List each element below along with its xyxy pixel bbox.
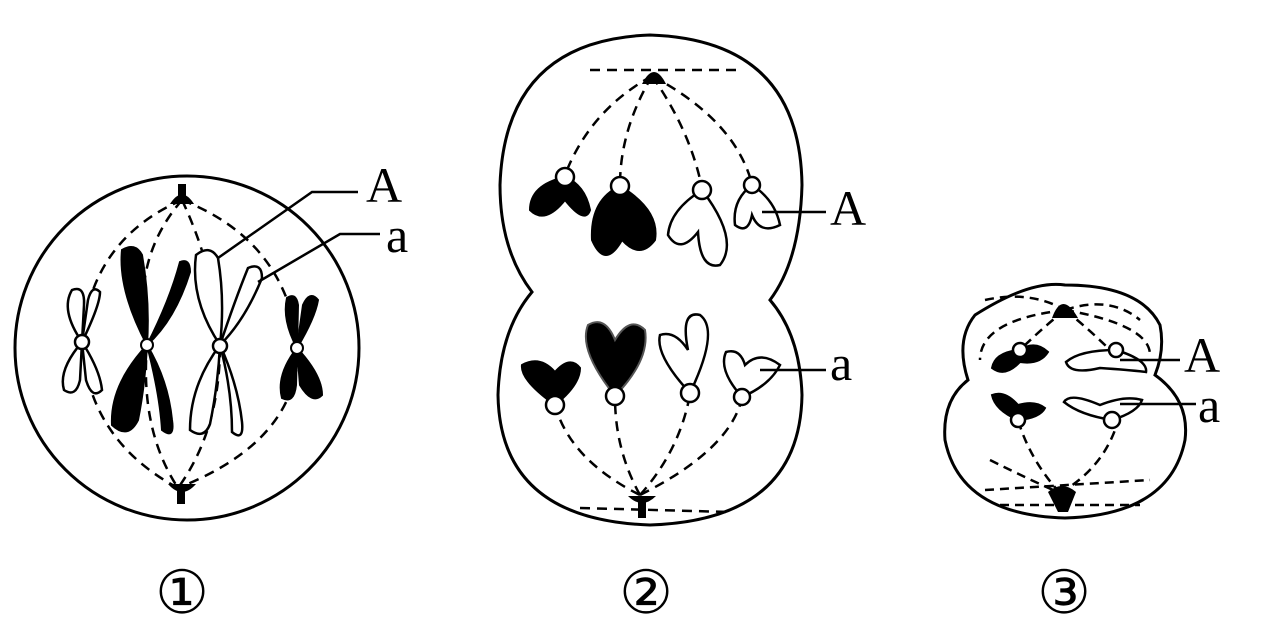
cell-1-gene-label-a: a [386, 207, 409, 263]
cell-1-chromosome-black-large [110, 245, 192, 435]
cell-1-centriole-top [170, 194, 194, 204]
cell-1-gene-label-A: A [366, 157, 403, 213]
panel-number-3: ③ [1037, 558, 1091, 628]
panel-number-2: ② [619, 558, 673, 628]
cell-3 [943, 282, 1196, 520]
cell-1-spindle [80, 198, 300, 490]
cell-1-chromosome-white-small [61, 287, 104, 395]
cell-3-gene-label-a: a [1198, 377, 1221, 433]
cell-1-membrane [13, 174, 361, 522]
cell-3-centriole-top [1052, 304, 1078, 318]
cell-1-chromosome-black-small [279, 295, 324, 401]
cell-2-gene-label-a: a [830, 335, 853, 391]
cell-2 [496, 33, 826, 527]
cell-1-label-line-A [217, 190, 358, 260]
cell-2-centriole-top [642, 72, 666, 84]
cell-2-bottom-chromosomes [520, 313, 782, 416]
cell-3-gene-label-A: A [1184, 327, 1221, 383]
cell-3-chromosomes [990, 341, 1148, 430]
cell-2-spindle [553, 68, 754, 514]
panel-number-1: ① [155, 558, 209, 628]
cell-3-membrane [943, 282, 1188, 520]
cell-1 [13, 174, 380, 522]
cell-2-membrane [496, 33, 804, 527]
cell-2-gene-label-A: A [830, 180, 867, 236]
cell-1-chromosome-white-large [188, 249, 264, 437]
cell-3-centriole-bottom [1048, 486, 1076, 512]
cell-2-top-chromosomes [528, 166, 782, 267]
cell-1-label-line-a [257, 232, 380, 284]
